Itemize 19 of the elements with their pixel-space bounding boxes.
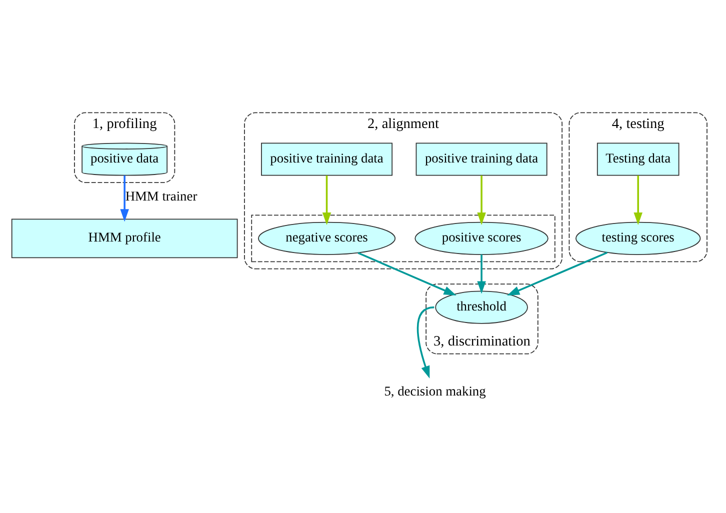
- arrow: [477, 254, 486, 294]
- cluster: [251, 214, 556, 262]
- node-box: Testing data: [596, 142, 680, 176]
- node-box: positive training data: [416, 142, 548, 176]
- node-ellipse: testing scores: [576, 221, 701, 254]
- arrow: [358, 252, 456, 296]
- arrow: [322, 174, 332, 224]
- node-box: positive training data: [261, 142, 393, 176]
- arrow: [416, 306, 434, 378]
- arrow: [120, 174, 129, 222]
- node-ellipse: positive scores: [414, 221, 548, 254]
- node-ellipse: threshold: [435, 290, 528, 324]
- edge-label: HMM trainer: [125, 188, 198, 203]
- arrow: [477, 174, 486, 224]
- node-box: HMM profile: [11, 218, 238, 258]
- node-ellipse: negative scores: [258, 221, 396, 254]
- arrow: [507, 251, 608, 295]
- arrow: [634, 174, 642, 224]
- node-text: 5, decision making: [384, 382, 486, 398]
